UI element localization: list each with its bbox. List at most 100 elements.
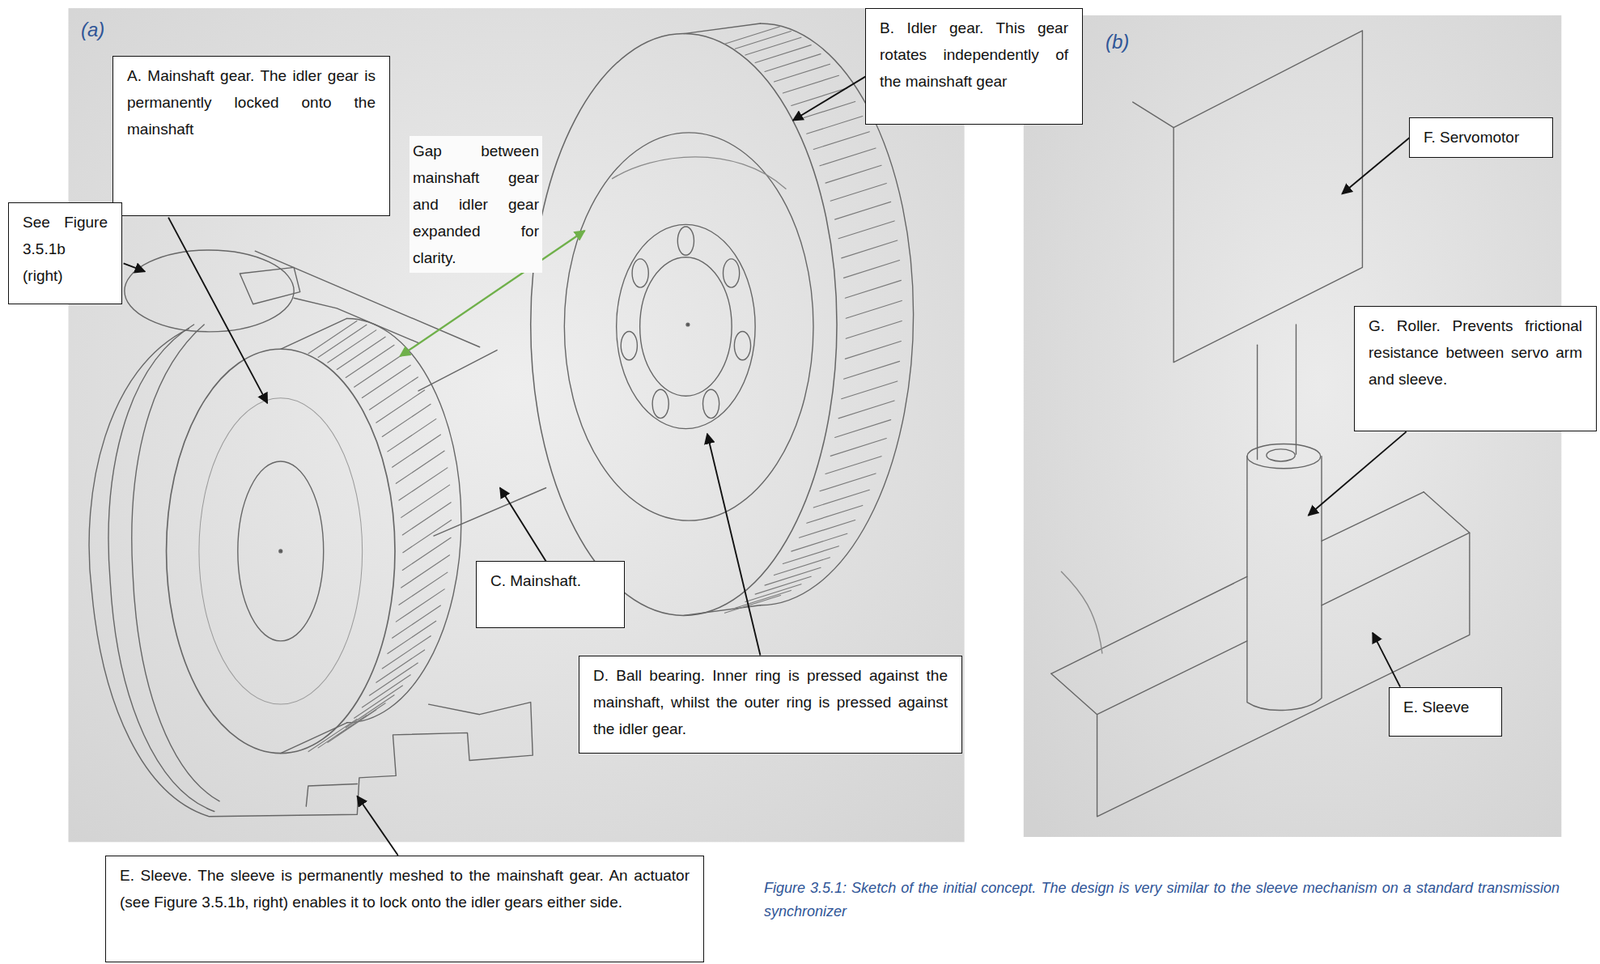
sleeve-edge bbox=[131, 324, 220, 802]
leader-line bbox=[793, 76, 866, 121]
gear-tooth bbox=[845, 300, 902, 319]
gear-tooth bbox=[764, 54, 821, 73]
callout-box: G. Roller. Prevents frictional resistanc… bbox=[1353, 305, 1597, 432]
gear-tooth bbox=[361, 364, 411, 398]
servomotor-body bbox=[1173, 30, 1363, 363]
mainshaft-gear-ring bbox=[199, 398, 363, 705]
gear-tooth bbox=[734, 589, 791, 608]
mainshaft-line bbox=[433, 488, 547, 536]
gear-tooth bbox=[773, 557, 830, 576]
callout-text: E. Sleeve. The sleeve is permanently mes… bbox=[119, 861, 690, 916]
gear-tooth bbox=[381, 403, 431, 437]
gear-tooth bbox=[838, 220, 895, 239]
gear-tooth bbox=[830, 438, 887, 457]
gear-tooth bbox=[844, 341, 901, 360]
callout-text: G. Roller. Prevents frictional resistanc… bbox=[1368, 312, 1583, 393]
bearing-outer-ring bbox=[616, 224, 756, 429]
gear-tooth bbox=[725, 595, 781, 614]
gear-tooth bbox=[369, 377, 418, 410]
gear-tooth bbox=[376, 390, 425, 423]
gear-tooth bbox=[401, 484, 450, 518]
shaft-centre bbox=[686, 322, 690, 327]
shaft-centre bbox=[279, 549, 283, 553]
pencil-sketch bbox=[89, 23, 1470, 817]
gear-tooth bbox=[401, 555, 450, 588]
gear-tooth bbox=[308, 718, 357, 752]
sleeve-ridge bbox=[293, 297, 419, 343]
gear-tooth bbox=[813, 489, 870, 508]
gear-tooth bbox=[327, 330, 377, 363]
sleeve-block bbox=[1321, 492, 1424, 542]
idler-gear-rim bbox=[683, 23, 761, 34]
gear-tooth bbox=[813, 131, 870, 150]
bearing-ball bbox=[632, 258, 649, 288]
leader-line bbox=[1341, 137, 1410, 194]
bearing-ball bbox=[620, 331, 637, 360]
leader-line bbox=[168, 217, 268, 404]
leader-line bbox=[500, 488, 547, 562]
bearing-ball bbox=[722, 258, 739, 288]
gear-tooth bbox=[745, 37, 802, 56]
callout-box: C. Mainshaft. bbox=[475, 560, 625, 629]
mainshaft-gear-rim bbox=[347, 318, 462, 722]
roller-bore bbox=[1266, 449, 1295, 462]
callout-text: See Figure 3.5.1b (right) bbox=[22, 208, 108, 289]
gear-tooth bbox=[799, 101, 856, 119]
annotation-note: Gap between mainshaft gear and idler gea… bbox=[409, 135, 543, 273]
gear-tooth bbox=[825, 456, 882, 475]
mainshaft-gear-face bbox=[166, 348, 395, 753]
sleeve-block bbox=[1051, 492, 1470, 817]
sketch-stroke bbox=[1061, 571, 1102, 654]
gear-tooth bbox=[799, 519, 856, 538]
bearing-ball bbox=[652, 389, 669, 418]
gear-tooth bbox=[402, 537, 451, 570]
bearing-balls bbox=[620, 226, 751, 419]
callout-text: C. Mainshaft. bbox=[490, 567, 611, 595]
gear-tooth bbox=[825, 165, 882, 183]
bearing-ball bbox=[677, 226, 694, 255]
sleeve-block bbox=[1097, 640, 1248, 715]
gear-tooth bbox=[835, 201, 892, 220]
panel-label: (a) bbox=[80, 17, 105, 43]
gear-tooth bbox=[806, 115, 863, 134]
gear-tooth bbox=[381, 636, 431, 669]
sleeve-block bbox=[1321, 532, 1470, 606]
gear-tooth bbox=[819, 473, 876, 492]
roller-top bbox=[1247, 444, 1321, 469]
callout-box: E. Sleeve. The sleeve is permanently mes… bbox=[105, 855, 705, 963]
gear-tooth bbox=[395, 589, 445, 622]
gear-tooth bbox=[387, 419, 437, 452]
callout-box: B. Idler gear. This gear rotates indepen… bbox=[865, 8, 1083, 125]
leader-line bbox=[1372, 632, 1401, 688]
gear-tooth bbox=[791, 533, 848, 552]
callout-text: D. Ball bearing. Inner ring is pressed a… bbox=[593, 662, 948, 743]
servo-arm bbox=[1256, 344, 1258, 459]
gear-tooth bbox=[725, 25, 781, 44]
servo-arm bbox=[1295, 324, 1297, 455]
sketch-panel bbox=[67, 8, 964, 842]
gear-tooth bbox=[755, 576, 811, 595]
gear-tooth bbox=[843, 360, 900, 379]
mainshaft-line bbox=[418, 350, 497, 391]
idler-gear-recess bbox=[612, 157, 786, 189]
gear-tooth bbox=[361, 674, 411, 708]
bearing-inner-ring bbox=[640, 257, 732, 396]
gear-teeth bbox=[308, 25, 902, 752]
gear-tooth bbox=[345, 344, 395, 378]
panel-label: (b) bbox=[1105, 29, 1129, 55]
gear-tooth bbox=[745, 584, 802, 603]
sleeve-outline bbox=[89, 328, 533, 817]
gear-tooth bbox=[369, 662, 418, 696]
callout-text: B. Idler gear. This gear rotates indepen… bbox=[879, 14, 1069, 95]
callout-box: D. Ball bearing. Inner ring is pressed a… bbox=[578, 655, 963, 754]
callout-box: See Figure 3.5.1b (right) bbox=[8, 202, 123, 305]
gear-tooth bbox=[403, 519, 452, 552]
gear-tooth bbox=[773, 63, 830, 82]
gear-tooth bbox=[791, 88, 848, 107]
leader-line bbox=[707, 433, 761, 656]
gear-tooth bbox=[327, 709, 377, 743]
callout-box: E. Sleeve bbox=[1388, 687, 1503, 737]
gear-tooth bbox=[398, 572, 448, 605]
gear-tooth bbox=[354, 685, 404, 718]
gear-tooth bbox=[819, 148, 876, 166]
